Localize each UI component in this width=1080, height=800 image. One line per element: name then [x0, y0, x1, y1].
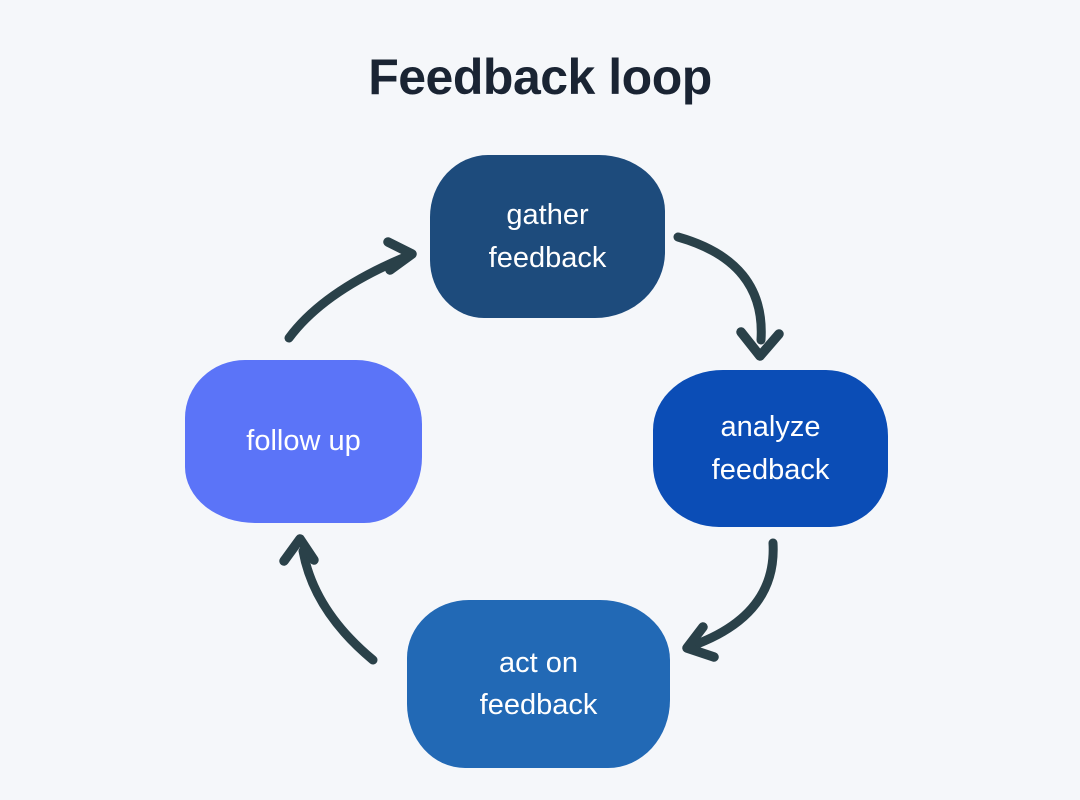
node-act-on-feedback: act on feedback [407, 600, 670, 768]
node-label-line: act on [499, 646, 578, 679]
arrowhead-up-icon [279, 534, 319, 566]
arrowhead-down-icon [736, 327, 784, 361]
node-label-line: feedback [488, 241, 607, 274]
arrow-curve [692, 538, 778, 649]
node-follow-up: follow up [185, 360, 422, 523]
node-label-line: feedback [479, 689, 598, 721]
arrow-analyze-to-act [682, 538, 778, 662]
arrow-curve [284, 253, 408, 343]
page-title: Feedback loop [368, 49, 712, 105]
arrow-follow-to-gather [284, 237, 417, 343]
arrowhead-left-icon [682, 622, 719, 662]
node-label-line: analyze [720, 411, 821, 444]
arrowhead-right-icon [383, 237, 417, 275]
node-label-line: feedback [711, 453, 830, 486]
node-analyze-feedback: analyze feedback [653, 370, 888, 527]
arrow-gather-to-analyze [673, 232, 784, 361]
arrow-curve [673, 232, 766, 345]
node-label-line: gather [506, 199, 589, 232]
arrow-curve [298, 546, 378, 665]
arrow-act-to-follow [279, 534, 378, 665]
node-gather-feedback: gather feedback [430, 155, 665, 318]
node-label-line: follow up [246, 425, 361, 458]
